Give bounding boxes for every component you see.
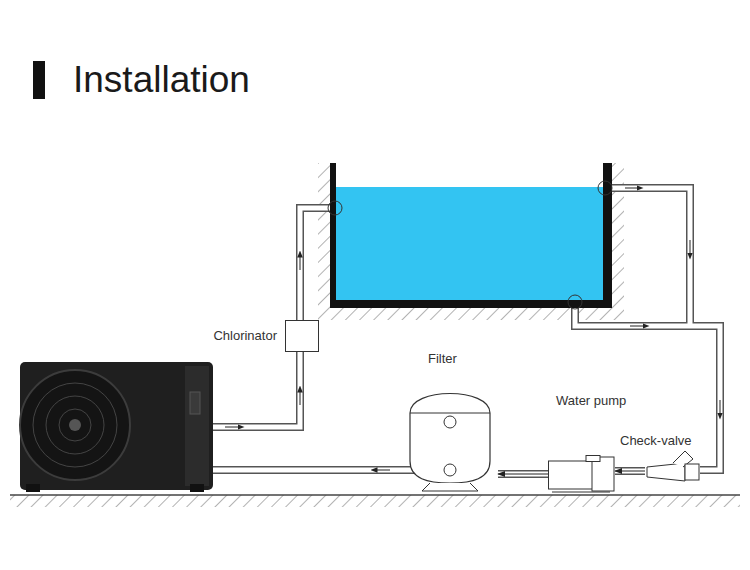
swimming-pool bbox=[318, 163, 624, 320]
check-valve: Check-valve bbox=[645, 455, 701, 487]
pipe-outline bbox=[615, 467, 645, 475]
flow-line bbox=[615, 471, 645, 472]
part-label: Water pump bbox=[556, 393, 626, 409]
part-label: Check-valve bbox=[620, 433, 692, 449]
part-label: Filter bbox=[428, 351, 457, 367]
title-bar bbox=[33, 61, 45, 99]
filter-tank: Filter bbox=[402, 383, 498, 492]
pipe-connector bbox=[498, 474, 548, 475]
wall-fittings bbox=[328, 181, 612, 309]
chlorinator-box-shape bbox=[285, 320, 319, 352]
ground bbox=[10, 495, 740, 507]
part-label: Chlorinator bbox=[213, 328, 277, 344]
page-title: Installation bbox=[73, 60, 250, 101]
chlorinator-box: Chlorinator bbox=[285, 320, 319, 352]
pipe-bore bbox=[498, 472, 548, 477]
filter-tank-shape bbox=[402, 383, 498, 492]
water-pump: Water pump bbox=[548, 455, 615, 493]
pipe-outline bbox=[498, 470, 548, 478]
water-pump-shape bbox=[548, 455, 615, 493]
pipe-connector bbox=[615, 471, 645, 472]
check-valve-shape bbox=[645, 455, 701, 487]
flow-line bbox=[498, 474, 548, 475]
pipe-bore bbox=[615, 469, 645, 474]
heat-pump-unit bbox=[20, 362, 213, 492]
title-block: Installation bbox=[33, 60, 250, 101]
